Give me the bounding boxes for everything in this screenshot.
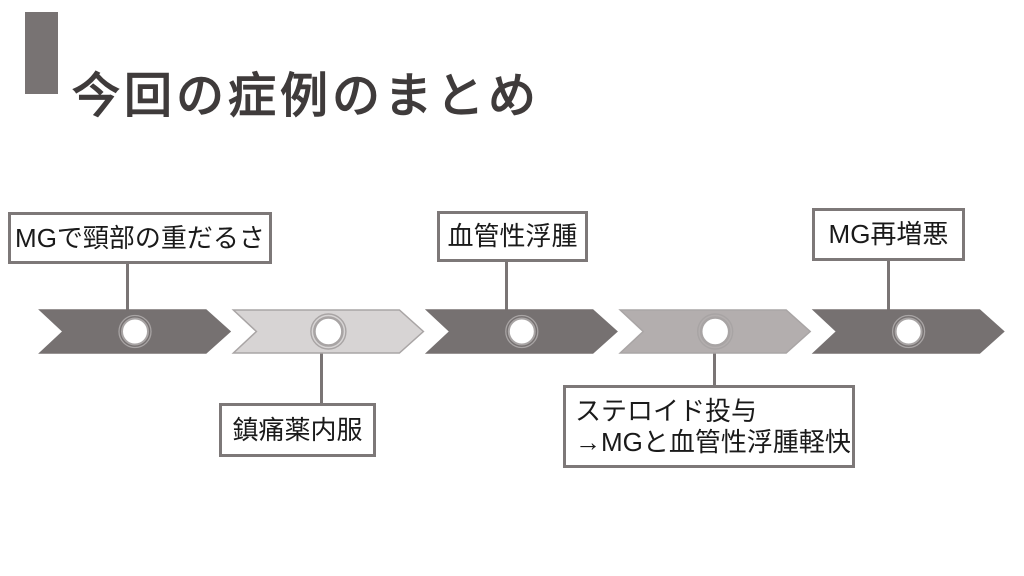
marker-dot-1 [121,317,149,346]
title-accent-bar [25,12,58,94]
marker-ring-1 [118,314,152,349]
marker-dot-3 [507,317,536,346]
connector-line-1 [126,264,129,314]
stage-label-box-5: MG再増悪 [812,208,965,261]
marker-ring-2 [310,313,347,350]
connector-line-3 [505,262,508,314]
stage-label-box-4: ステロイド投与 →MGと血管性浮腫軽快 [563,385,855,468]
stage-label-box-3: 血管性浮腫 [437,211,588,262]
marker-dot-5 [894,317,923,346]
marker-dot-4 [699,316,731,347]
marker-ring-3 [505,314,539,349]
marker-dot-2 [313,316,344,347]
connector-line-5 [887,261,890,314]
connector-line-4 [713,347,716,385]
stage-label-box-1: MGで頸部の重だるさ [8,212,272,264]
connector-line-2 [320,347,323,403]
page-title: 今回の症例のまとめ [72,70,541,124]
timeline-chevron-band [38,309,1005,354]
marker-ring-4 [697,313,734,350]
marker-ring-5 [891,314,926,349]
stage-label-box-2: 鎮痛薬内服 [219,403,376,457]
